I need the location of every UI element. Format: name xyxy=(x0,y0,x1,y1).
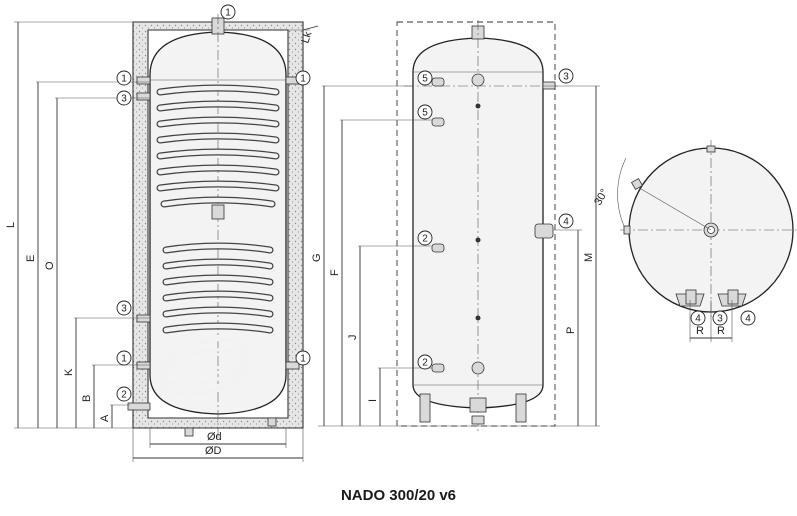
svg-text:1: 1 xyxy=(225,8,231,19)
callout-1-right-upper: 1 xyxy=(295,70,311,86)
svg-text:2: 2 xyxy=(121,390,127,401)
svg-text:5: 5 xyxy=(422,74,428,85)
callout-3-top: 3 xyxy=(712,310,728,326)
svg-text:3: 3 xyxy=(563,72,569,83)
technical-drawing: L E O K B A Ød ØD Lk 1 1 1 3 3 1 1 2 xyxy=(5,4,797,462)
svg-text:4: 4 xyxy=(745,314,751,325)
dim-label-R-right: R xyxy=(717,325,725,337)
front-view: G F J I M P 5 5 3 4 2 2 xyxy=(311,20,600,432)
callout-2-left: 2 xyxy=(116,386,132,402)
dim-label-I: I xyxy=(367,399,379,402)
lower-heat-exchanger-coil xyxy=(160,242,274,397)
callout-1-left-lower: 1 xyxy=(116,350,132,366)
svg-text:1: 1 xyxy=(300,74,306,85)
dim-label-d: Ød xyxy=(207,431,222,443)
svg-text:2: 2 xyxy=(422,358,428,369)
callout-3-left-upper: 3 xyxy=(116,90,132,106)
callout-1-top: 1 xyxy=(220,4,236,20)
top-view: 30° R R 4 3 4 xyxy=(592,140,797,342)
dim-label-A: A xyxy=(99,414,111,422)
drawing-title: NADO 300/20 v6 xyxy=(340,487,457,504)
svg-text:5: 5 xyxy=(422,108,428,119)
svg-text:1: 1 xyxy=(121,74,127,85)
dim-label-L: L xyxy=(5,222,17,228)
upper-heat-exchanger-coil xyxy=(150,79,286,220)
dim-label-Lk: Lk xyxy=(299,30,314,45)
svg-text:4: 4 xyxy=(695,314,701,325)
dim-label-O: O xyxy=(44,261,56,270)
callout-1-left-upper: 1 xyxy=(116,70,132,86)
svg-text:3: 3 xyxy=(121,304,127,315)
dim-label-P: P xyxy=(565,327,577,334)
callout-2-front-lower: 2 xyxy=(417,354,433,370)
callout-4-top-left: 4 xyxy=(690,310,706,326)
svg-text:2: 2 xyxy=(422,234,428,245)
callout-5-upper: 5 xyxy=(417,70,433,86)
dim-label-D: ØD xyxy=(205,445,222,457)
tank-body xyxy=(149,31,287,415)
dim-label-J: J xyxy=(347,335,359,341)
dim-label-R-left: R xyxy=(696,325,704,337)
callout-2-front-upper: 2 xyxy=(417,230,433,246)
svg-text:3: 3 xyxy=(717,314,723,325)
section-view: L E O K B A Ød ØD Lk 1 1 1 3 3 1 1 2 xyxy=(5,4,319,462)
svg-text:1: 1 xyxy=(300,354,306,365)
callout-1-right-lower: 1 xyxy=(295,350,311,366)
callout-3-front: 3 xyxy=(558,68,574,84)
svg-text:4: 4 xyxy=(563,217,569,228)
dim-label-E: E xyxy=(25,255,37,262)
callout-4-top-right: 4 xyxy=(740,310,756,326)
svg-text:1: 1 xyxy=(121,354,127,365)
dim-label-K: K xyxy=(63,368,75,376)
callout-4-front: 4 xyxy=(558,213,574,229)
dim-label-F: F xyxy=(329,269,341,276)
callout-3-left-lower: 3 xyxy=(116,300,132,316)
angle-label: 30° xyxy=(592,187,611,207)
callout-5-lower: 5 xyxy=(417,104,433,120)
dim-label-M: M xyxy=(583,253,595,262)
svg-text:3: 3 xyxy=(121,94,127,105)
dim-label-B: B xyxy=(81,395,93,402)
dim-label-G: G xyxy=(311,253,323,262)
